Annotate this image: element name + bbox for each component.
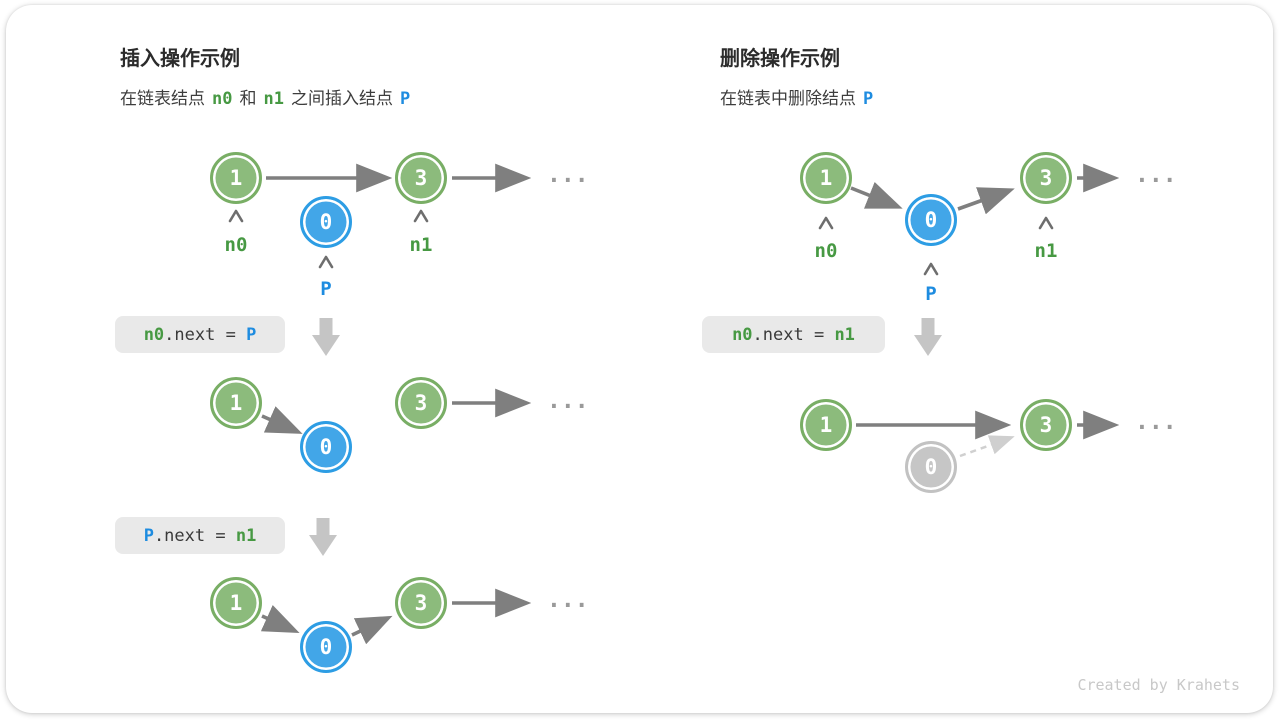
code-token-lhs: n0 (732, 324, 753, 345)
node-label-p: P (925, 283, 937, 305)
code-token-mid: .next = (752, 324, 835, 345)
list-node-3: 3 (1020, 399, 1072, 451)
node-label-n1: n1 (409, 234, 433, 256)
inline-code-n1: n1 (263, 89, 284, 109)
ellipsis: ... (547, 587, 589, 613)
code-token-rhs: n1 (834, 324, 855, 345)
list-node-p: 0 (300, 421, 352, 473)
code-token-lhs: n0 (143, 324, 165, 345)
list-node-1: 1 (800, 399, 852, 451)
insert-subtitle: 在链表结点 n0 和 n1 之间插入结点 P (120, 84, 417, 109)
list-node-removed: 0 (905, 441, 957, 493)
credit-text: Created by Krahets (1077, 676, 1240, 694)
ellipsis: ... (1135, 162, 1177, 188)
node-label-p: P (320, 278, 332, 300)
inline-code-p: P (399, 89, 411, 109)
ellipsis: ... (1135, 409, 1177, 435)
delete-title: 删除操作示例 (720, 48, 840, 70)
insert-title: 插入操作示例 (120, 48, 240, 70)
node-label-n0: n0 (224, 234, 248, 256)
inline-code-n0: n0 (212, 89, 233, 109)
code-token-lhs: P (143, 525, 154, 546)
insert-subtitle-text: 在链表结点 (120, 89, 205, 108)
insert-step2-code: P.next = n1 (115, 517, 285, 554)
insert-subtitle-text: 之间插入结点 (290, 89, 393, 108)
list-node-3: 3 (395, 577, 447, 629)
ellipsis: ... (547, 388, 589, 414)
list-node-3: 3 (395, 152, 447, 204)
insert-subtitle-text: 和 (239, 89, 257, 108)
node-label-n1: n1 (1034, 240, 1058, 262)
inline-code-p: P (863, 89, 874, 109)
list-node-3: 3 (1020, 152, 1072, 204)
delete-step1-code: n0.next = n1 (702, 316, 885, 353)
delete-subtitle: 在链表中删除结点 P (720, 84, 880, 109)
list-node-1: 1 (800, 152, 852, 204)
list-node-p: 0 (300, 196, 352, 248)
list-node-1: 1 (210, 377, 262, 429)
ellipsis: ... (547, 162, 589, 188)
code-token-rhs: n1 (235, 525, 257, 546)
list-node-3: 3 (395, 377, 447, 429)
code-token-rhs: P (246, 324, 257, 345)
panel-background (6, 5, 1273, 713)
insert-step1-code: n0.next = P (115, 316, 285, 353)
list-node-p: 0 (300, 621, 352, 673)
code-token-mid: .next = (164, 324, 247, 345)
node-label-n0: n0 (814, 240, 838, 262)
list-node-1: 1 (210, 152, 262, 204)
list-node-p: 0 (905, 194, 957, 246)
code-token-mid: .next = (153, 525, 236, 546)
list-node-1: 1 (210, 577, 262, 629)
delete-subtitle-text: 在链表中删除结点 (720, 89, 856, 108)
